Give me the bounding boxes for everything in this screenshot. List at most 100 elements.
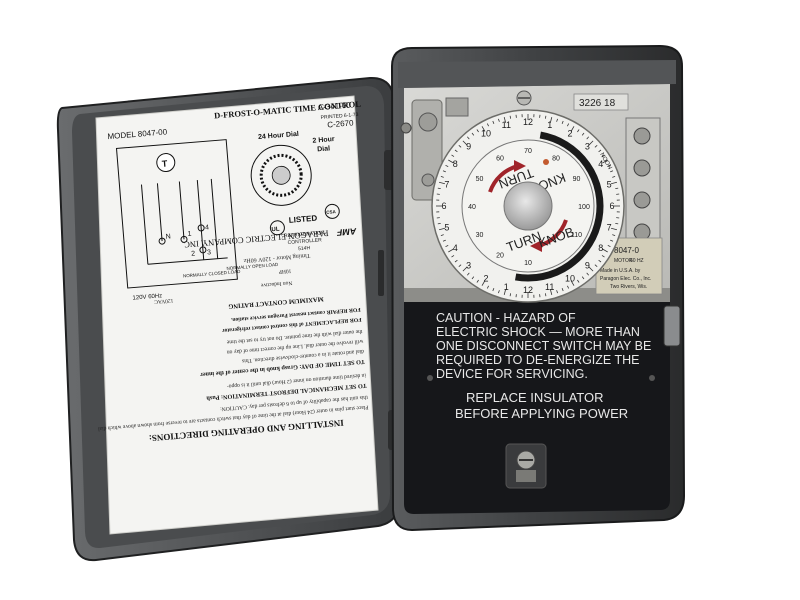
replace-line-1: REPLACE INSULATOR [466, 390, 604, 405]
dial-minute-number: 20 [496, 253, 504, 260]
door: D-FROST-O-MATIC TIME CONTROL A-341-00 PR… [56, 76, 402, 562]
mechanical-linkage [400, 90, 532, 201]
dial-tick [607, 245, 611, 248]
dial-tick [570, 126, 575, 132]
dial-pointer-pin[interactable] [543, 159, 549, 165]
terminal-screw-2[interactable] [633, 159, 651, 177]
dial-hour-number: 8 [453, 159, 458, 169]
dial-tick [577, 129, 580, 133]
dial-hour-number: 11 [545, 282, 554, 292]
dial-hour-number: 12 [523, 285, 533, 295]
dial-tick [615, 223, 619, 225]
dial-minute-number: 110 [571, 232, 582, 239]
terminal-3-label: 3 [207, 249, 212, 256]
dial-tick [451, 255, 455, 258]
caution-line-4: REQUIRED TO DE-ENERGIZE THE [436, 353, 640, 367]
dial-tick [607, 164, 611, 167]
dial-tick [549, 116, 553, 124]
dial-tick [561, 120, 564, 124]
label-normally-open: NORMALLY OPEN LOAD [226, 262, 279, 271]
label-part-number: A-341-00 [318, 101, 352, 113]
turn-arrow-head-icon-2 [530, 240, 542, 252]
dial-tick [602, 159, 608, 164]
label-dial-2: 2 Hour [312, 136, 335, 145]
mount-hole-left [427, 375, 433, 381]
dial-tick [601, 154, 605, 157]
dial-tick [476, 279, 479, 283]
dial-tick [615, 187, 619, 189]
dial-day-night-band [452, 130, 604, 282]
dial-tick [486, 285, 489, 289]
dial-tick [442, 239, 446, 242]
caution-line-5: DEVICE FOR SERVICING. [436, 367, 588, 381]
rating-value-1: 120VAC [154, 297, 174, 305]
label-normally-closed: NORMALLY CLOSED LOAD [183, 269, 242, 279]
dial-tick [598, 259, 602, 263]
dial-hour-number: 1 [504, 282, 509, 292]
mount-hole-right [649, 375, 655, 381]
dial-tick [612, 176, 616, 178]
dial-hour-number: 4 [453, 243, 458, 253]
dial-hour-number: 7 [607, 223, 612, 233]
terminal-screw-3[interactable] [633, 191, 651, 209]
dial-tick [581, 276, 585, 280]
dial-tick [610, 227, 618, 231]
dial-tick [481, 126, 486, 132]
dial-tick [438, 181, 446, 185]
dial-hour-number: 3 [466, 260, 471, 270]
dial-tick [602, 248, 608, 253]
label-refrigeration-1: REFRIGERATION [284, 230, 325, 239]
label-printed: PRINTED 6-1-73 [320, 112, 358, 121]
dial-tick [601, 255, 605, 258]
case-top-rim [398, 60, 676, 88]
dial-tick [612, 234, 616, 236]
dial-hour-number: 7 [444, 179, 449, 189]
latch-tab[interactable] [663, 305, 681, 347]
dial-minute-number: 80 [552, 156, 560, 163]
label-listed: LISTED [288, 214, 317, 225]
label-code: C-2670 [327, 118, 354, 129]
sticker-hz: 60 HZ [630, 258, 644, 264]
terminal-block [625, 117, 661, 249]
dial-tick [437, 187, 441, 189]
dial-minute-number: 50 [476, 176, 484, 183]
serial-plate [573, 93, 629, 111]
dial-tick [610, 181, 618, 185]
dial-tick [498, 290, 500, 294]
dial-outer-ticks [436, 114, 620, 298]
dial-tick [556, 118, 558, 122]
svg-text:UL: UL [271, 227, 280, 234]
dial-tick [440, 234, 444, 236]
dial-hour-number: 4 [598, 159, 603, 169]
dial-tick [570, 280, 575, 286]
dial-tick [454, 259, 458, 263]
dial-hour-number: 10 [565, 274, 575, 284]
dial-tick [466, 136, 470, 140]
dial-tick [503, 288, 507, 296]
svg-text:CSA: CSA [326, 209, 337, 215]
sticker-motor: MOTOR [614, 258, 633, 264]
dial-hour-number: 9 [466, 142, 471, 152]
dial-tick [581, 132, 585, 136]
dial-hour-number: 9 [585, 260, 590, 270]
dial-tick [594, 264, 598, 268]
terminal-screw-1[interactable] [633, 127, 651, 145]
dial-tick [567, 285, 570, 289]
dial-tick [498, 118, 500, 122]
dial-tick [610, 170, 614, 173]
dial-tick [445, 245, 449, 248]
dial-tick [458, 264, 462, 268]
dial-minute-number: 100 [578, 204, 590, 211]
rating-value-3: 10HP [279, 267, 292, 274]
dial-tick [451, 154, 455, 157]
dial-minute-number: 70 [524, 148, 532, 155]
dial-tick [561, 288, 564, 292]
dial-tick [466, 272, 470, 276]
label-refrigeration-3: 514H [298, 245, 311, 252]
ground-screw[interactable] [505, 443, 547, 489]
dial-tick [462, 266, 468, 272]
dial-center-knob[interactable] [503, 181, 553, 231]
